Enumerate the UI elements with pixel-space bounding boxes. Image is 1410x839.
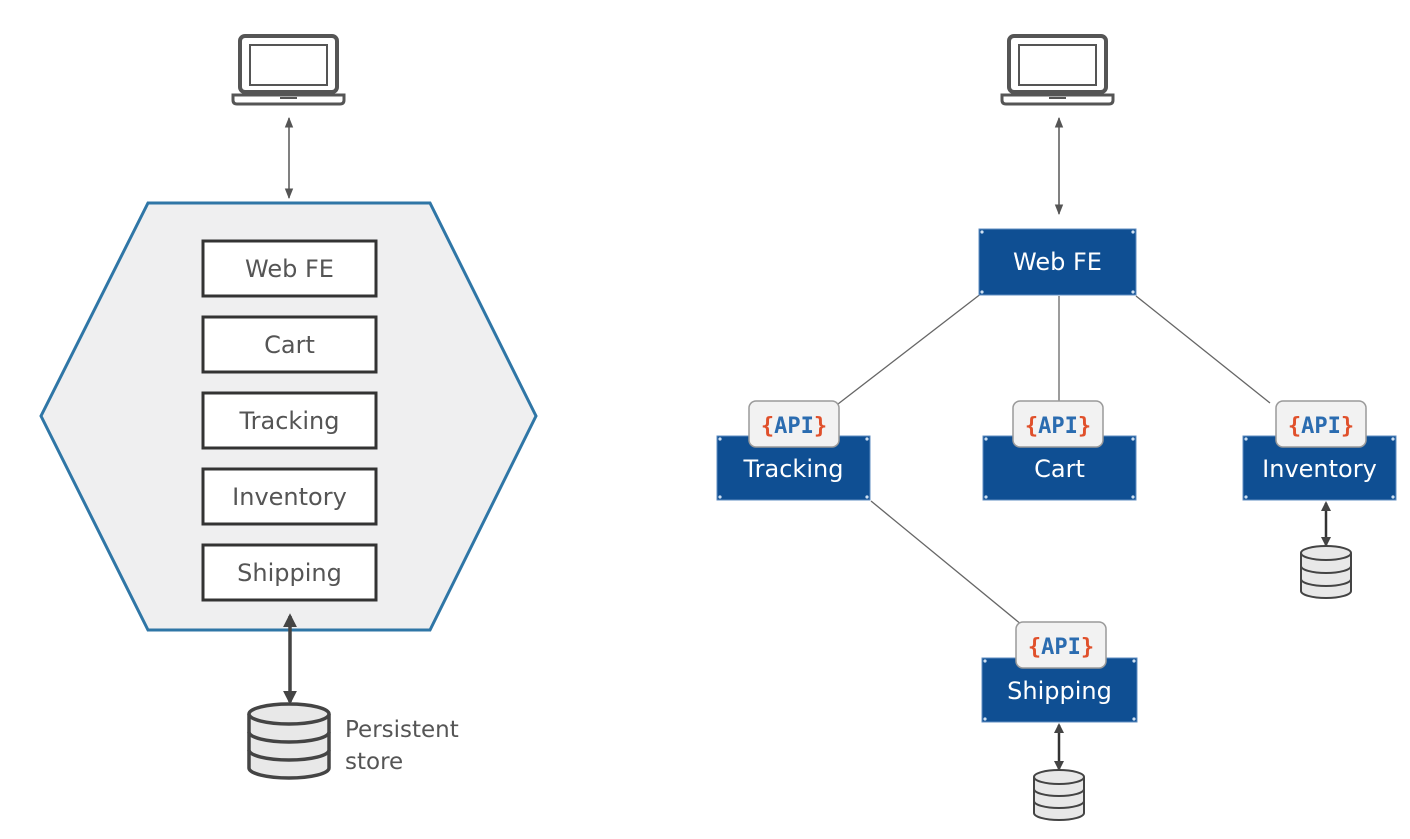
- service-label: Tracking: [743, 455, 844, 483]
- monolith-architecture: Web FE Cart Tracking Inventory Shipping …: [39, 34, 538, 780]
- database-icon: [1300, 545, 1352, 599]
- module-box: Web FE: [201, 239, 378, 298]
- database-icon: [247, 702, 331, 780]
- web-fe-service: Web FE: [978, 228, 1137, 296]
- inventory-service: Inventory {API}: [1242, 400, 1397, 501]
- svg-text:{API}: {API}: [1288, 414, 1354, 439]
- store-label: store: [345, 749, 403, 775]
- module-label: Cart: [264, 331, 315, 359]
- module-box: Shipping: [201, 543, 378, 602]
- api-badge: {API}: [1015, 621, 1107, 669]
- module-label: Inventory: [232, 483, 347, 511]
- laptop-icon: [231, 34, 346, 106]
- database-icon: [1033, 769, 1085, 821]
- svg-text:{API}: {API}: [761, 414, 827, 439]
- cart-service: Cart {API}: [982, 400, 1137, 501]
- module-label: Web FE: [245, 255, 334, 283]
- service-label: Inventory: [1262, 455, 1377, 483]
- module-box: Tracking: [201, 391, 378, 450]
- store-label: Persistent: [345, 717, 459, 743]
- shipping-service: Shipping {API}: [981, 621, 1138, 723]
- api-badge: {API}: [1012, 400, 1104, 448]
- api-badge: {API}: [1275, 400, 1367, 448]
- microservices-architecture: Web FE Tracking {API} Cart: [716, 34, 1397, 821]
- service-connectors: [837, 292, 1271, 626]
- svg-text:{API}: {API}: [1028, 635, 1094, 660]
- api-badge: {API}: [748, 400, 840, 448]
- module-label: Tracking: [239, 407, 340, 435]
- module-label: Shipping: [237, 559, 342, 587]
- svg-text:{API}: {API}: [1025, 414, 1091, 439]
- tracking-service: Tracking {API}: [716, 400, 871, 501]
- service-label: Shipping: [1007, 677, 1112, 705]
- service-label: Cart: [1034, 455, 1085, 483]
- service-label: Web FE: [1013, 248, 1102, 276]
- module-box: Cart: [201, 315, 378, 374]
- laptop-icon: [1000, 34, 1115, 106]
- module-box: Inventory: [201, 467, 378, 526]
